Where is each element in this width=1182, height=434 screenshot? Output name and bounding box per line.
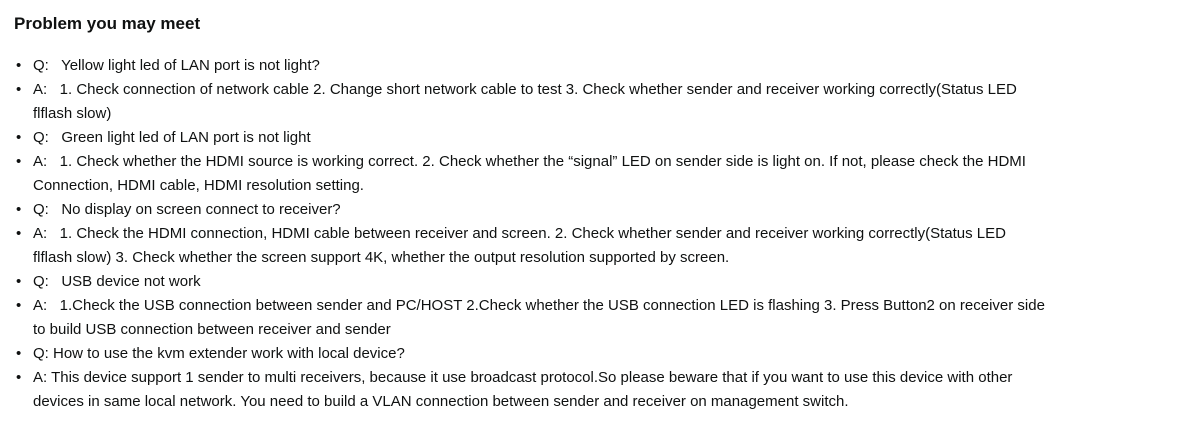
faq-item-text: Q: USB device not work	[33, 273, 201, 290]
bullet-icon: •	[16, 81, 22, 98]
bullet-icon: •	[16, 57, 22, 74]
faq-item-text: A: This device support 1 sender to multi…	[33, 369, 1013, 410]
faq-item: • Q: No display on screen connect to rec…	[14, 198, 1152, 222]
bullet-icon: •	[16, 345, 22, 362]
faq-item-text: A: 1.Check the USB connection between se…	[33, 297, 1045, 338]
bullet-icon: •	[16, 273, 22, 290]
faq-item-text: Q: Yellow light led of LAN port is not l…	[33, 57, 320, 74]
faq-item: • Q: Green light led of LAN port is not …	[14, 126, 1152, 150]
product-description-section: Problem you may meet • Q: Yellow light l…	[14, 13, 1158, 414]
bullet-icon: •	[16, 297, 22, 314]
bullet-icon: •	[16, 369, 22, 386]
faq-item-text: A: 1. Check connection of network cable …	[33, 81, 1017, 122]
faq-item-text: Q: No display on screen connect to recei…	[33, 201, 341, 218]
bullet-icon: •	[16, 201, 22, 218]
faq-item: • A: 1. Check whether the HDMI source is…	[14, 150, 1152, 198]
bullet-icon: •	[16, 129, 22, 146]
faq-item: • A: 1.Check the USB connection between …	[14, 294, 1152, 342]
section-title: Problem you may meet	[14, 14, 201, 33]
faq-list: • Q: Yellow light led of LAN port is not…	[14, 54, 1152, 414]
bullet-icon: •	[16, 225, 22, 242]
bullet-icon: •	[16, 153, 22, 170]
faq-item: • Q: USB device not work	[14, 270, 1152, 294]
faq-item-text: Q: Green light led of LAN port is not li…	[33, 129, 311, 146]
faq-item: • Q: How to use the kvm extender work wi…	[14, 342, 1152, 366]
faq-item-text: A: 1. Check the HDMI connection, HDMI ca…	[33, 225, 1006, 266]
faq-item: • A: 1. Check connection of network cabl…	[14, 78, 1152, 126]
faq-item: • Q: Yellow light led of LAN port is not…	[14, 54, 1152, 78]
faq-item-text: A: 1. Check whether the HDMI source is w…	[33, 153, 1026, 194]
faq-item: • A: 1. Check the HDMI connection, HDMI …	[14, 222, 1152, 270]
faq-item: • A: This device support 1 sender to mul…	[14, 366, 1152, 414]
faq-item-text: Q: How to use the kvm extender work with…	[33, 345, 405, 362]
